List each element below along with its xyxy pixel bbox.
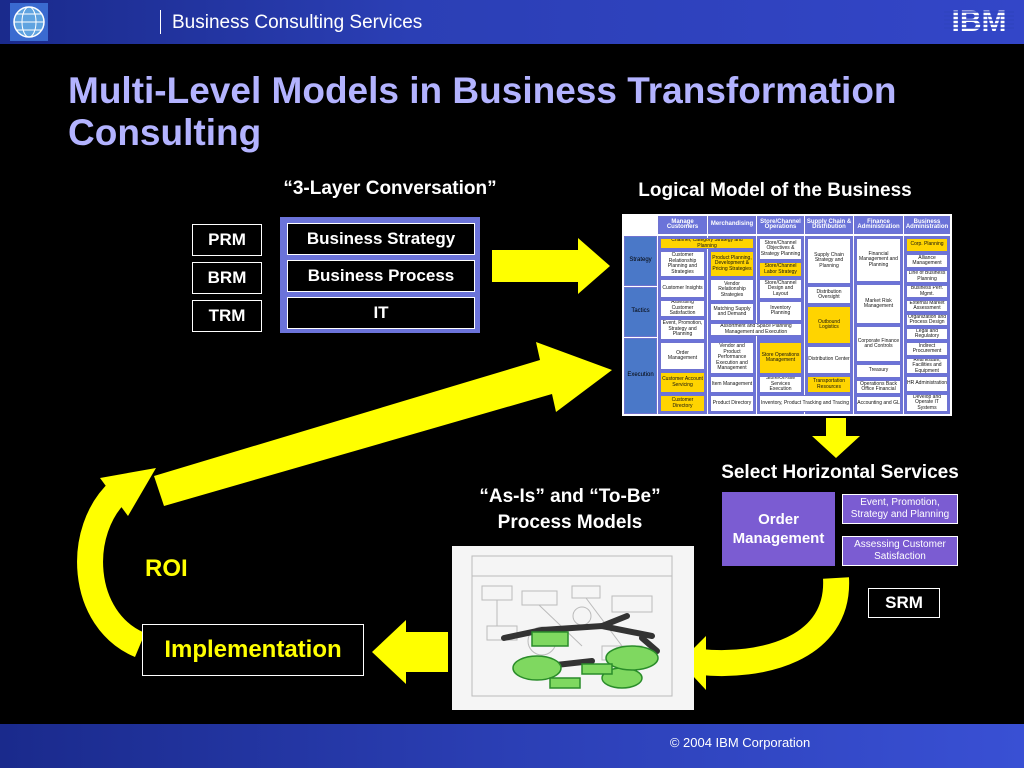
lm-row-header: Tactics	[624, 287, 657, 337]
lm-row-header: Strategy	[624, 236, 657, 286]
arrow-curve-right	[698, 577, 850, 677]
copyright-text: © 2004 IBM Corporation	[669, 735, 811, 750]
lm-cell: Business Perf. Mgmt.	[906, 285, 948, 298]
layer-business-process: Business Process	[287, 260, 475, 292]
lm-cell: Order Management	[660, 342, 705, 370]
lm-cell: Channel, Category Strategy and Planning	[660, 238, 754, 249]
lm-cell: Supply Chain Strategy and Planning	[807, 238, 851, 284]
lm-cell: Organization and Process Design	[906, 314, 948, 326]
lm-cell: Real Estate, Facilities and Equipment	[906, 358, 948, 374]
layer-trm: TRM	[192, 300, 262, 332]
lm-col-header: Finance Administration	[854, 216, 903, 234]
lm-cell: Outbound Logistics	[807, 306, 851, 344]
lm-col-header: Manage Customers	[658, 216, 707, 234]
lm-cell: Store Operations Management	[759, 342, 802, 374]
arrow-to-logical-model	[492, 238, 610, 294]
lm-cell: Line of Business Planning	[906, 270, 948, 283]
lm-cell: HR Administration	[906, 376, 948, 392]
lm-cell: Indirect Procurement	[906, 342, 948, 356]
lm-cell: Alliance Management	[906, 254, 948, 268]
lm-cell: Market Risk Management	[856, 284, 901, 324]
logical-model-label: Logical Model of the Business	[638, 180, 912, 201]
ibm-logo: IBM	[944, 5, 1014, 38]
lm-cell: Inventory, Product Tracking and Tracing	[759, 395, 851, 412]
arrow-curve-left	[77, 480, 146, 657]
lm-cell: Store/Channel Objectives & Strategy Plan…	[759, 238, 802, 260]
lm-cell: Store/Off-site Services Execution	[759, 376, 802, 393]
lm-cell: Customer Relationship Planning and Strat…	[660, 251, 705, 277]
lm-cell: Inventory Planning	[759, 301, 802, 321]
three-layer-label: “3-Layer Conversation”	[283, 178, 497, 199]
lm-cell: Vendor and Product Performance Execution…	[710, 342, 754, 374]
lm-col-header: Supply Chain & Distribution	[805, 216, 853, 234]
lm-cell: Event, Promotion, Strategy and Planning	[660, 319, 705, 340]
lm-cell: Store/Channel Design and Layout	[759, 279, 802, 299]
arrow-curve-left-head	[100, 468, 156, 516]
lm-cell: Corporate Finance and Controls	[856, 326, 901, 362]
header-bar	[0, 0, 1024, 44]
globe-icon	[10, 3, 48, 41]
lm-col-header: Merchandising	[708, 216, 756, 234]
lm-cell: Assortment and Space Planning Management…	[710, 323, 802, 336]
lm-cell: Store/Channel Labor Strategy	[759, 262, 802, 277]
lm-cell: Matching Supply and Demand	[710, 303, 754, 321]
srm-box: SRM	[868, 588, 940, 618]
lm-cell: Operations Back Office Financial	[856, 380, 901, 394]
layer-brm: BRM	[192, 262, 262, 294]
layer-it: IT	[287, 297, 475, 329]
lm-cell: Product Directory	[710, 395, 754, 412]
lm-cell: Legal and Regulatory	[906, 328, 948, 340]
layer-stack: Business Strategy Business Process IT	[280, 217, 480, 333]
lm-cell: Vendor Relationship Strategies	[710, 279, 754, 301]
lm-cell: Product Planning, Development & Pricing …	[710, 251, 754, 277]
lm-row-header: Execution	[624, 338, 657, 414]
process-models-label-line2: Process Models	[497, 512, 643, 533]
lm-cell: Customer Insights	[660, 279, 705, 298]
lm-cell: Treasury	[856, 364, 901, 378]
layer-business-strategy: Business Strategy	[287, 223, 475, 255]
lm-cell: Distribution Oversight	[807, 286, 851, 304]
lm-cell: Financial Management and Planning	[856, 238, 901, 282]
lm-col-header: Store/Channel Operations	[757, 216, 804, 234]
service-assessing-satisfaction: Assessing Customer Satisfaction	[842, 536, 958, 566]
process-model-diagram-image	[452, 546, 694, 710]
lm-cell: Distribution Center	[807, 346, 851, 374]
lm-cell: External Market Assessment	[906, 300, 948, 312]
roi-label: ROI	[145, 555, 188, 582]
service-event-promotion: Event, Promotion, Strategy and Planning	[842, 494, 958, 524]
lm-cell: Corp. Planning	[906, 238, 948, 252]
lm-cell: Transportation Resources	[807, 376, 851, 393]
lm-cell: Item Management	[710, 376, 754, 393]
arrow-diagonal-to-model	[154, 342, 612, 506]
implementation-box: Implementation	[142, 624, 364, 676]
header-title: Business Consulting Services	[172, 12, 423, 33]
arrow-down-to-services	[812, 418, 860, 458]
lm-col-header: Business Administration	[904, 216, 950, 234]
arrow-to-implementation	[372, 620, 448, 684]
lm-cell: Accounting and GL	[856, 396, 901, 412]
header-divider	[160, 10, 161, 34]
select-services-label: Select Horizontal Services	[721, 462, 959, 483]
lm-cell: Customer Account Servicing	[660, 372, 705, 393]
ibm-logo-text: IBM	[952, 5, 1007, 38]
lm-cell: Customer Directory	[660, 395, 705, 412]
order-management-box: Order Management	[722, 492, 835, 566]
page-title: Multi-Level Models in Business Transform…	[68, 70, 897, 153]
logical-model-grid: Manage Customers Merchandising Store/Cha…	[622, 214, 952, 416]
lm-cell: Develop and Operate IT Systems	[906, 394, 948, 412]
lm-cell: Assessing Customer Satisfaction	[660, 300, 705, 317]
process-models-label-line1: “As-Is” and “To-Be”	[479, 486, 661, 507]
footer-bar	[0, 724, 1024, 768]
layer-prm: PRM	[192, 224, 262, 256]
